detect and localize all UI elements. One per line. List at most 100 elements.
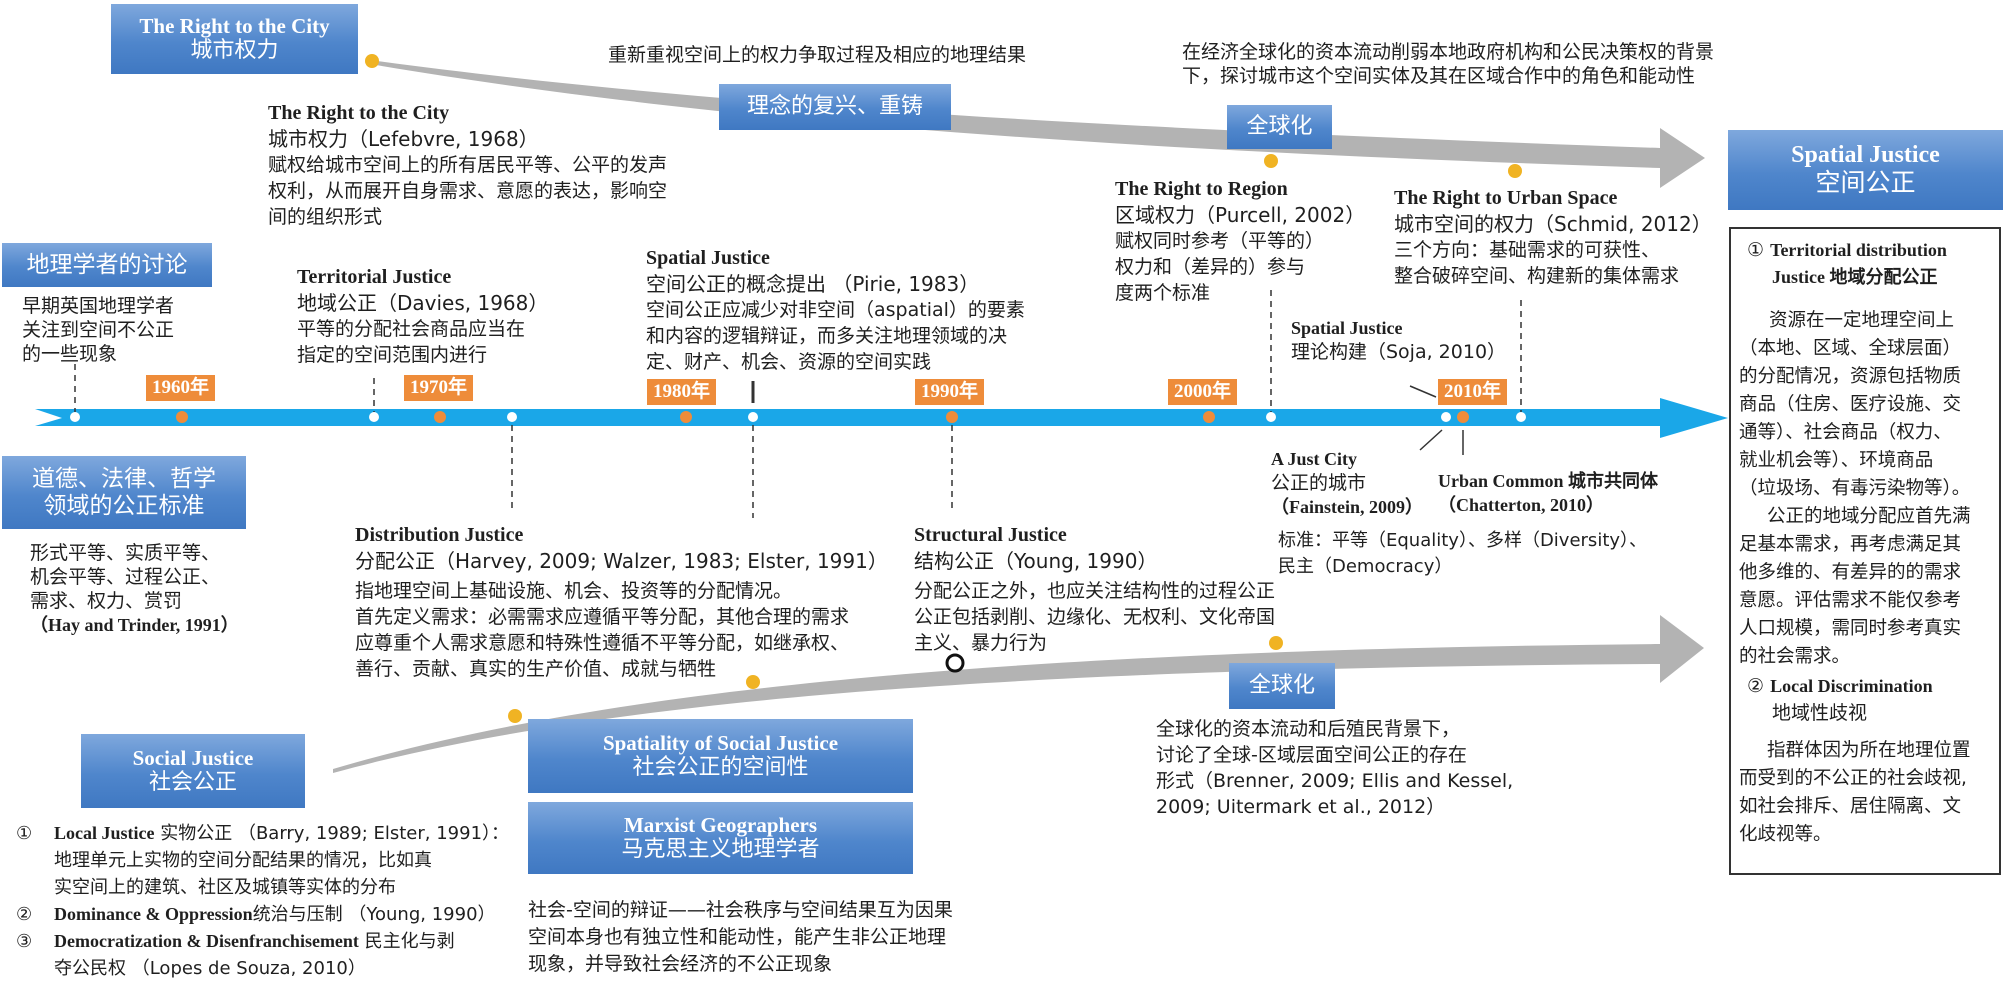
structural-marker: [945, 653, 965, 673]
spatial-justice-head-zh: 空间公正: [1815, 168, 1916, 198]
marxist-desc: 社会-空间的辩证——社会秩序与空间结果互为因果 空间本身也有独立性和能动性，能产…: [528, 899, 953, 975]
spatial-justice-head-en: Spatial Justice: [1791, 141, 1940, 168]
region-2002-title-en: The Right to Region: [1115, 178, 1288, 200]
geographers-desc: 早期英国地理学者 关注到空间不公正 的一些现象: [22, 295, 175, 365]
distribution-desc-2: 首先定义需求：必需需求应遵循平等分配，其他合理的需求: [355, 606, 850, 628]
globalization-bottom-desc: 全球化的资本流动和后殖民背景下， 讨论了全球-区域层面空间公正的存在 形式（Br…: [1156, 718, 1514, 818]
year-label-2000: 2000年: [1168, 379, 1238, 405]
year-label-1980: 1980年: [647, 379, 717, 405]
soja-title-zh: 理论构建（Soja, 2010）: [1291, 341, 1507, 363]
sj-item-3-desc: 夺公民权 （Lopes de Souza, 2010）: [54, 958, 366, 979]
marxist-box: Marxist Geographers 马克思主义地理学者: [528, 802, 913, 874]
region-2002-desc-1: 赋权同时参考（平等的）: [1115, 230, 1325, 252]
structural-desc-3: 主义、暴力行为: [914, 632, 1048, 654]
panel-section-1-title: ① Territorial distribution Justice 地域分配公…: [1747, 239, 1947, 287]
just-city: A Just City 公正的城市 （Fainstein, 2009）: [1271, 447, 1423, 519]
just-city-title-en: A Just City: [1271, 449, 1358, 469]
timeline-axis: [35, 398, 1728, 438]
urban-common-ref: （Chatterton, 2010）: [1438, 495, 1604, 515]
urban-space-2012-title-zh: 城市空间的权力（Schmid, 2012）: [1394, 212, 1712, 236]
timeline-points: [70, 412, 1526, 422]
urban-common: Urban Common 城市共同体 （Chatterton, 2010）: [1438, 469, 1658, 517]
soja-2010: Spatial Justice 理论构建（Soja, 2010）: [1291, 316, 1506, 364]
arrow-points: [365, 54, 1522, 723]
geographers-box: 地理学者的讨论: [2, 243, 212, 287]
globalization-top-caption-2: 下，探讨城市这个空间实体及其在区域合作中的角色和能动性: [1182, 65, 1696, 87]
rtc-1968: The Right to the City 城市权力（Lefebvre, 196…: [268, 100, 667, 230]
year-label-2010: 2010年: [1438, 379, 1508, 405]
urban-space-2012-desc-2: 整合破碎空间、构建新的集体需求: [1394, 265, 1680, 287]
region-2002: The Right to Region 区域权力（Purcell, 2002） …: [1115, 176, 1365, 306]
social-justice-box: Social Justice 社会公正: [81, 734, 305, 808]
right-to-city-box: The Right to the City 城市权力: [111, 4, 358, 74]
distribution-title-en: Distribution Justice: [355, 524, 524, 546]
spatiality-box-en: Spatiality of Social Justice: [602, 731, 839, 756]
panel-section-2-body: 指群体因为所在地理位置 而受到的不公正的社会歧视, 如社会排斥、居住隔离、文 化…: [1739, 740, 1971, 845]
territorial-title-en: Territorial Justice: [297, 266, 452, 288]
spatiality-box: Spatiality of Social Justice 社会公正的空间性: [528, 719, 913, 793]
region-2002-desc-2: 权力和（差异的）参与: [1115, 256, 1306, 278]
urban-common-title: Urban Common 城市共同体: [1438, 471, 1659, 491]
right-to-city-box-en: The Right to the City: [139, 14, 330, 39]
structural-title-zh: 结构公正（Young, 1990）: [914, 549, 1158, 573]
panel-section-1-body: 资源在一定地理空间上 （本地、区域、全球层面） 的分配情况，资源包括物质 商品（…: [1739, 310, 1971, 667]
distribution-desc-1: 指地理空间上基础设施、机会、投资等的分配情况。: [355, 580, 793, 602]
spatial-1983-title-en: Spatial Justice: [646, 247, 770, 269]
marxist-box-en: Marxist Geographers: [623, 813, 818, 838]
year-label-1970: 1970年: [404, 375, 474, 401]
globalization-top-caption-1: 在经济全球化的资本流动削弱本地政府机构和公民决策权的背景: [1182, 41, 1715, 63]
distribution-title-zh: 分配公正（Harvey, 2009; Walzer, 1983; Elster,…: [355, 549, 888, 573]
sj-item-1-desc-2: 实空间上的建筑、社区及城镇等实体的分布: [54, 877, 396, 898]
standards: 标准：平等（Equality）、多样（Diversity）、 民主（Democr…: [1278, 530, 1648, 577]
structural-desc-2: 公正包括剥削、边缘化、无权利、文化帝国: [914, 606, 1276, 628]
rtc-1968-title-en: The Right to the City: [268, 102, 450, 124]
just-city-ref: （Fainstein, 2009）: [1271, 497, 1424, 517]
urban-space-2012-desc-1: 三个方向：基础需求的可获性、: [1394, 239, 1661, 261]
spatial-1983-desc-2: 和内容的逻辑辩证，而多关注地理领域的决: [646, 325, 1008, 347]
year-label-1960: 1960年: [146, 375, 216, 401]
ethics-box: 道德、法律、哲学 领域的公正标准: [2, 456, 246, 529]
right-to-city-box-zh: 城市权力: [190, 38, 279, 64]
panel-section-2-title: ② Local Discrimination 地域性歧视: [1747, 675, 1933, 724]
region-2002-desc-3: 度两个标准: [1115, 282, 1211, 304]
globalization-top-box: 全球化: [1227, 105, 1332, 149]
territorial-title-zh: 地域公正（Davies, 1968）: [297, 291, 549, 315]
bottom-trend-arrow: [333, 615, 1704, 773]
distribution-desc-4: 善行、贡献、真实的生产价值、成就与牺牲: [355, 658, 717, 680]
ethics-desc: 形式平等、实质平等、 机会平等、过程公正、 需求、权力、赏罚 （Hay and …: [30, 542, 239, 635]
just-city-title-zh: 公正的城市: [1271, 472, 1367, 494]
urban-space-2012: The Right to Urban Space 城市空间的权力（Schmid,…: [1394, 185, 1712, 289]
region-2002-title-zh: 区域权力（Purcell, 2002）: [1115, 203, 1366, 227]
spatial-justice-panel: ① Territorial distribution Justice 地域分配公…: [1729, 227, 2001, 875]
top-trend-arrow: [370, 60, 1705, 188]
decade-points: [176, 411, 1469, 423]
distribution-justice: Distribution Justice 分配公正（Harvey, 2009; …: [355, 522, 888, 682]
spatial-1983-desc-1: 空间公正应减少对非空间（aspatial）的要素: [646, 299, 1025, 321]
sj-item-1-desc-1: 地理单元上实物的空间分配结果的情况，比如真: [54, 850, 432, 871]
revival-box: 理念的复兴、重铸: [719, 84, 951, 130]
spatial-justice-1983: Spatial Justice 空间公正的概念提出 （Pirie, 1983） …: [646, 245, 1025, 375]
globalization-bottom-box: 全球化: [1229, 663, 1335, 709]
rtc-1968-desc-3: 间的组织形式: [268, 206, 383, 228]
social-justice-box-zh: 社会公正: [148, 770, 237, 796]
territorial-desc-1: 平等的分配社会商品应当在: [297, 318, 526, 340]
rtc-1968-desc-2: 权利，从而展开自身需求、意愿的表达，影响空: [268, 180, 668, 202]
top-caption: 重新重视空间上的权力争取过程及相应的地理结果: [608, 44, 1027, 66]
spatial-1983-title-zh: 空间公正的概念提出 （Pirie, 1983）: [646, 272, 980, 296]
territorial-justice: Territorial Justice 地域公正（Davies, 1968） 平…: [297, 264, 548, 368]
social-justice-box-en: Social Justice: [132, 746, 254, 771]
urban-space-2012-title-en: The Right to Urban Space: [1394, 187, 1618, 209]
spatial-1983-desc-3: 定、财产、机会、资源的空间实践: [646, 351, 932, 373]
solid-connectors: [751, 381, 1464, 455]
year-label-1990: 1990年: [915, 379, 985, 405]
structural-justice: Structural Justice 结构公正（Young, 1990） 分配公…: [914, 522, 1275, 656]
marxist-box-zh: 马克思主义地理学者: [621, 837, 820, 863]
rtc-1968-title-zh: 城市权力（Lefebvre, 1968）: [268, 127, 539, 151]
soja-title-en: Spatial Justice: [1291, 318, 1403, 338]
